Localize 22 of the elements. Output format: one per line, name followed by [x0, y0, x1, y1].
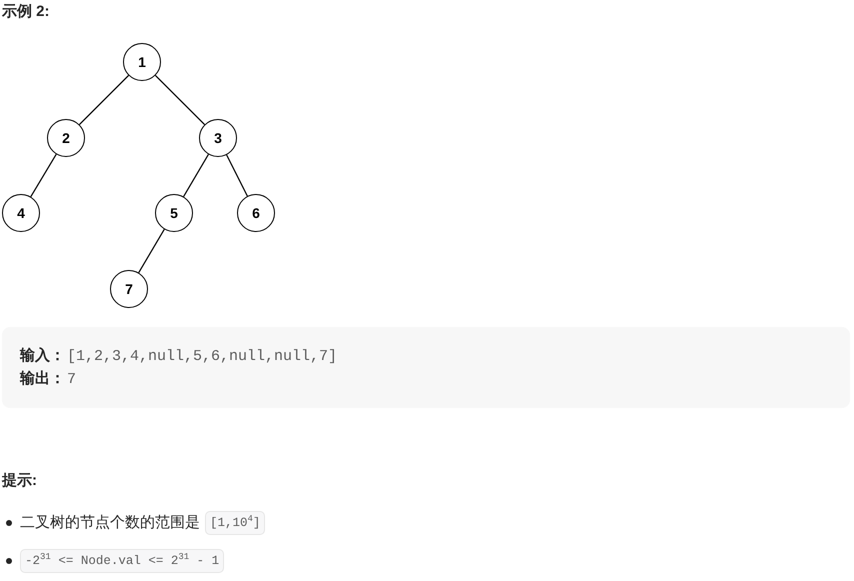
- tree-node-circle: 1: [123, 43, 161, 81]
- tree-node-circle: 6: [237, 194, 275, 232]
- inline-code: [1,10$^{4}$]: [205, 511, 266, 535]
- input-value: [1,2,3,4,null,5,6,null,null,7]: [67, 348, 338, 365]
- tree-node-circle: 3: [199, 119, 237, 157]
- input-label: 输入：: [20, 347, 65, 364]
- tree-edge-line: [30, 154, 57, 197]
- tree-node-circle: 2: [47, 119, 85, 157]
- tree-edge-line: [154, 74, 206, 126]
- tree-edge-line: [78, 74, 130, 126]
- tree-node-circle: 5: [155, 194, 193, 232]
- section-heading: 提示:: [2, 471, 37, 491]
- tree-node-circle: 4: [2, 194, 40, 232]
- section-heading: 示例 2:: [2, 2, 50, 22]
- output-value: 7: [67, 371, 76, 388]
- tree-node-circle: 7: [110, 270, 148, 308]
- tree-edge-line: [183, 154, 209, 197]
- tree-edge-line: [138, 229, 165, 273]
- tree-edge-line: [226, 154, 248, 196]
- output-label: 输出：: [20, 370, 65, 387]
- inline-code: -2$^{31}$ <= Node.val <= 2$^{31}$ - 1: [20, 549, 224, 573]
- hint-text: 二叉树的节点个数的范围是: [20, 513, 200, 533]
